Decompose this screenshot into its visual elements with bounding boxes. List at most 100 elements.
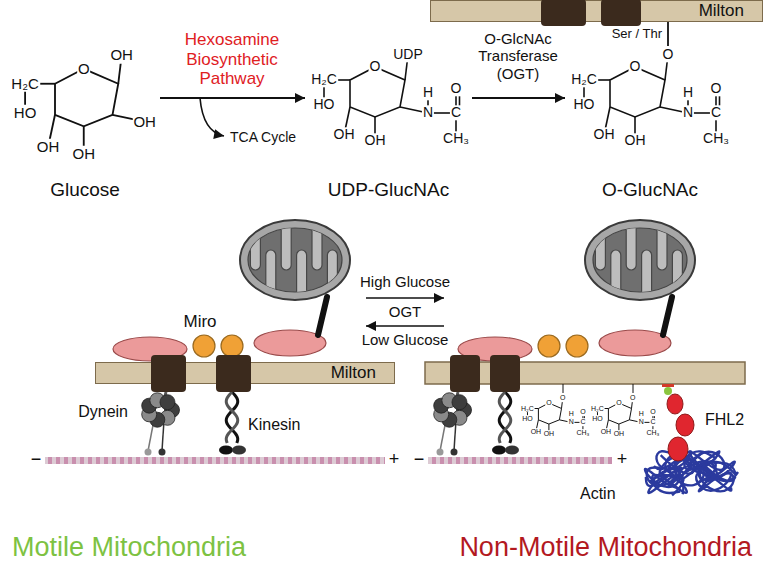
atom-label: OH (109, 47, 134, 64)
annotation-label: − (31, 450, 42, 470)
microtubule (428, 457, 612, 464)
atom-label: HO (521, 415, 534, 423)
tca-branch-arrow (200, 98, 224, 136)
outer-membrane (585, 220, 695, 300)
milton-domain (151, 355, 186, 392)
crista (327, 250, 337, 300)
atom-label: OH (36, 139, 61, 156)
atom-label: OH (600, 428, 613, 436)
kinesin-coil (226, 392, 238, 443)
atom-label: O (369, 59, 382, 74)
dynein-foot (437, 449, 444, 456)
kinesin-head (232, 446, 246, 455)
crista (611, 250, 621, 300)
atom-label: O (629, 394, 636, 402)
annotation-label: High Glucose (360, 274, 450, 291)
atom-label: CH₃ (645, 429, 660, 437)
outer-membrane (240, 220, 350, 300)
dynein-ring-subunit (160, 395, 175, 410)
molecule-box: O-GlucNAc (565, 46, 735, 205)
actin-filament (669, 466, 704, 486)
annotation-label: TCA Cycle (230, 130, 296, 145)
atom-label: OH (543, 430, 556, 438)
atom-label: UDP (392, 47, 424, 62)
atom-label: O (450, 81, 463, 96)
atom-label: OH (613, 430, 626, 438)
mitochondrion (240, 220, 350, 300)
miro-ef-hand (538, 335, 560, 357)
atom-label: OH (364, 133, 387, 148)
protein-name: Milton (331, 363, 376, 383)
crista (250, 220, 260, 270)
dynein-ring-subunit (452, 395, 467, 410)
fhl2-protein (662, 384, 694, 461)
milton-band: Milton (95, 362, 395, 384)
crista (642, 250, 652, 300)
atom-label: H₂C (520, 405, 535, 413)
annotation-label: Motile Mitochondria (12, 533, 246, 563)
atom-label: OH (530, 428, 543, 436)
atom-label: O (615, 399, 622, 407)
reaction-arrow (472, 97, 565, 99)
atom-label: H (568, 410, 575, 418)
atom-label: O (545, 399, 552, 407)
crista (595, 220, 605, 270)
pathway-label: O-GlcNAc Transferase (OGT) (468, 30, 568, 82)
membrane-anchor (663, 297, 672, 335)
atom-label: N (682, 105, 694, 120)
annotation-label: Kinesin (248, 416, 300, 434)
cristae (250, 220, 337, 300)
atom-label: O (710, 81, 723, 96)
atom-label: H₂C (10, 76, 40, 93)
atom-label: H₂C (310, 72, 338, 87)
atom-label: O (579, 408, 586, 416)
crista (312, 220, 322, 270)
miro-ef-hand (193, 335, 215, 357)
atom-label: H (638, 410, 645, 418)
actin-network (645, 451, 738, 495)
annotation-label: Low Glucose (362, 332, 449, 349)
annotation-label: Dynein (78, 403, 128, 421)
atom-label: O (629, 59, 642, 74)
annotation-label: FHL2 (705, 411, 744, 429)
molecule-box: UDP-GlucNAc (305, 44, 472, 205)
annotation-label: + (389, 450, 400, 470)
fhl2-binding-site (662, 384, 674, 387)
actin-filament (700, 462, 736, 482)
annotation-label: Actin (580, 485, 616, 503)
dynein-foot (145, 449, 152, 456)
atom-label: CH₃ (702, 131, 730, 146)
atom-label: HO (573, 97, 596, 112)
kinesin-coil (499, 392, 511, 443)
crista (297, 250, 307, 300)
atom-label: H₂C (590, 405, 605, 413)
crista (281, 220, 291, 270)
milton-band: Milton (430, 0, 763, 22)
annotation-label: Miro (183, 313, 216, 332)
state-arrow (366, 297, 444, 299)
kinesin-head (219, 446, 233, 455)
milton-domain (450, 355, 480, 392)
bond-line (667, 22, 669, 46)
dynein-foot (159, 449, 166, 456)
atom-label: N (638, 419, 645, 427)
atom-label: OH (132, 113, 157, 130)
molecule-name: O-GlucNAc (602, 179, 698, 201)
atom-label: OH (333, 127, 356, 142)
cristae (595, 220, 682, 300)
annotation-label: OGT (389, 304, 422, 321)
annotation-label: + (617, 450, 628, 470)
microtubule (45, 457, 385, 464)
molecule-name: Glucose (50, 179, 120, 201)
crista (626, 220, 636, 270)
dynein-motor (434, 392, 472, 456)
atom-label: HO (13, 104, 38, 121)
crista (672, 250, 682, 300)
atom-label: CH₃ (575, 429, 590, 437)
glycosidic-link (633, 384, 634, 393)
miro-protein (458, 297, 672, 361)
annotation-label: Non-Motile Mitochondria (459, 533, 752, 563)
kinesin-motor (492, 392, 519, 455)
